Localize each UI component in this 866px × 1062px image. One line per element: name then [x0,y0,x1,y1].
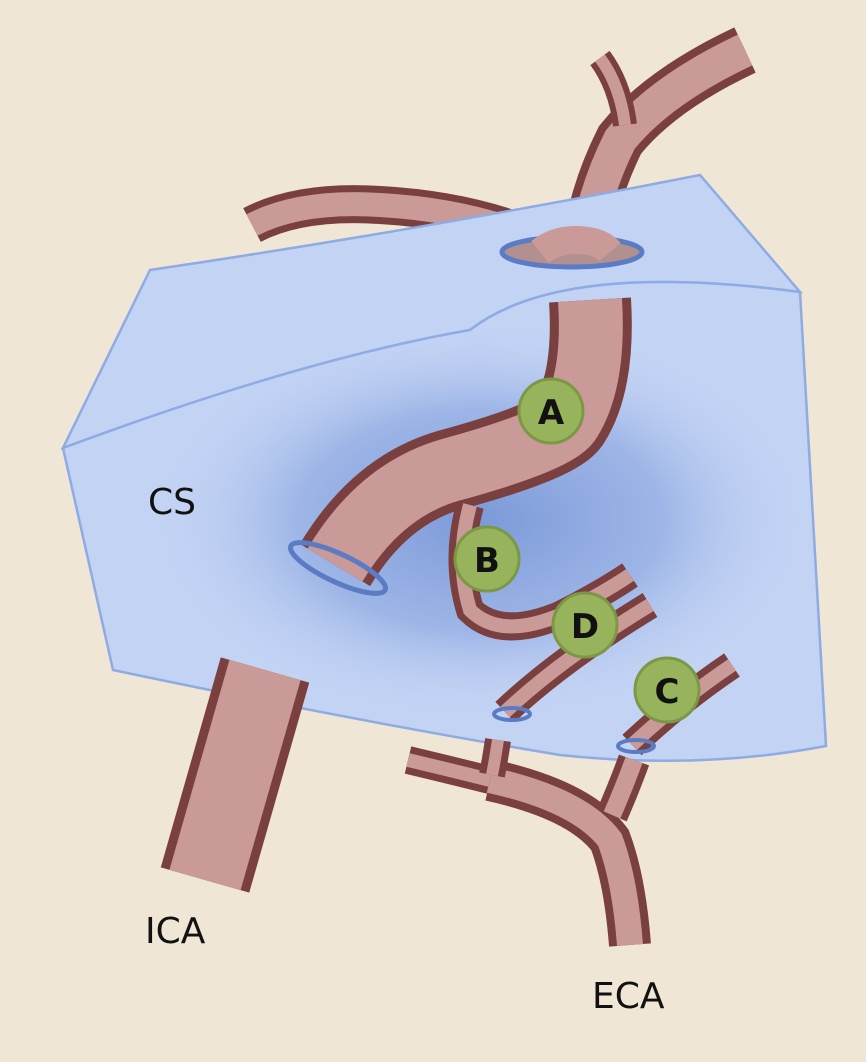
ica-entry-opening [288,540,388,596]
ica-intracavernous [299,297,632,587]
marker-a: A [517,377,585,445]
marker-b-label: B [474,541,500,581]
eca [404,738,651,947]
marker-d-label: D [571,607,599,647]
label-cs: CS [148,482,196,523]
marker-b: B [453,525,521,593]
marker-a-label: A [538,393,565,433]
marker-c: C [633,656,701,724]
ica-lower [160,657,310,893]
branch-d [492,593,658,723]
marker-d: D [551,591,619,659]
marker-c-label: C [655,672,680,712]
label-ica: ICA [145,911,206,952]
label-eca: ECA [592,976,665,1017]
